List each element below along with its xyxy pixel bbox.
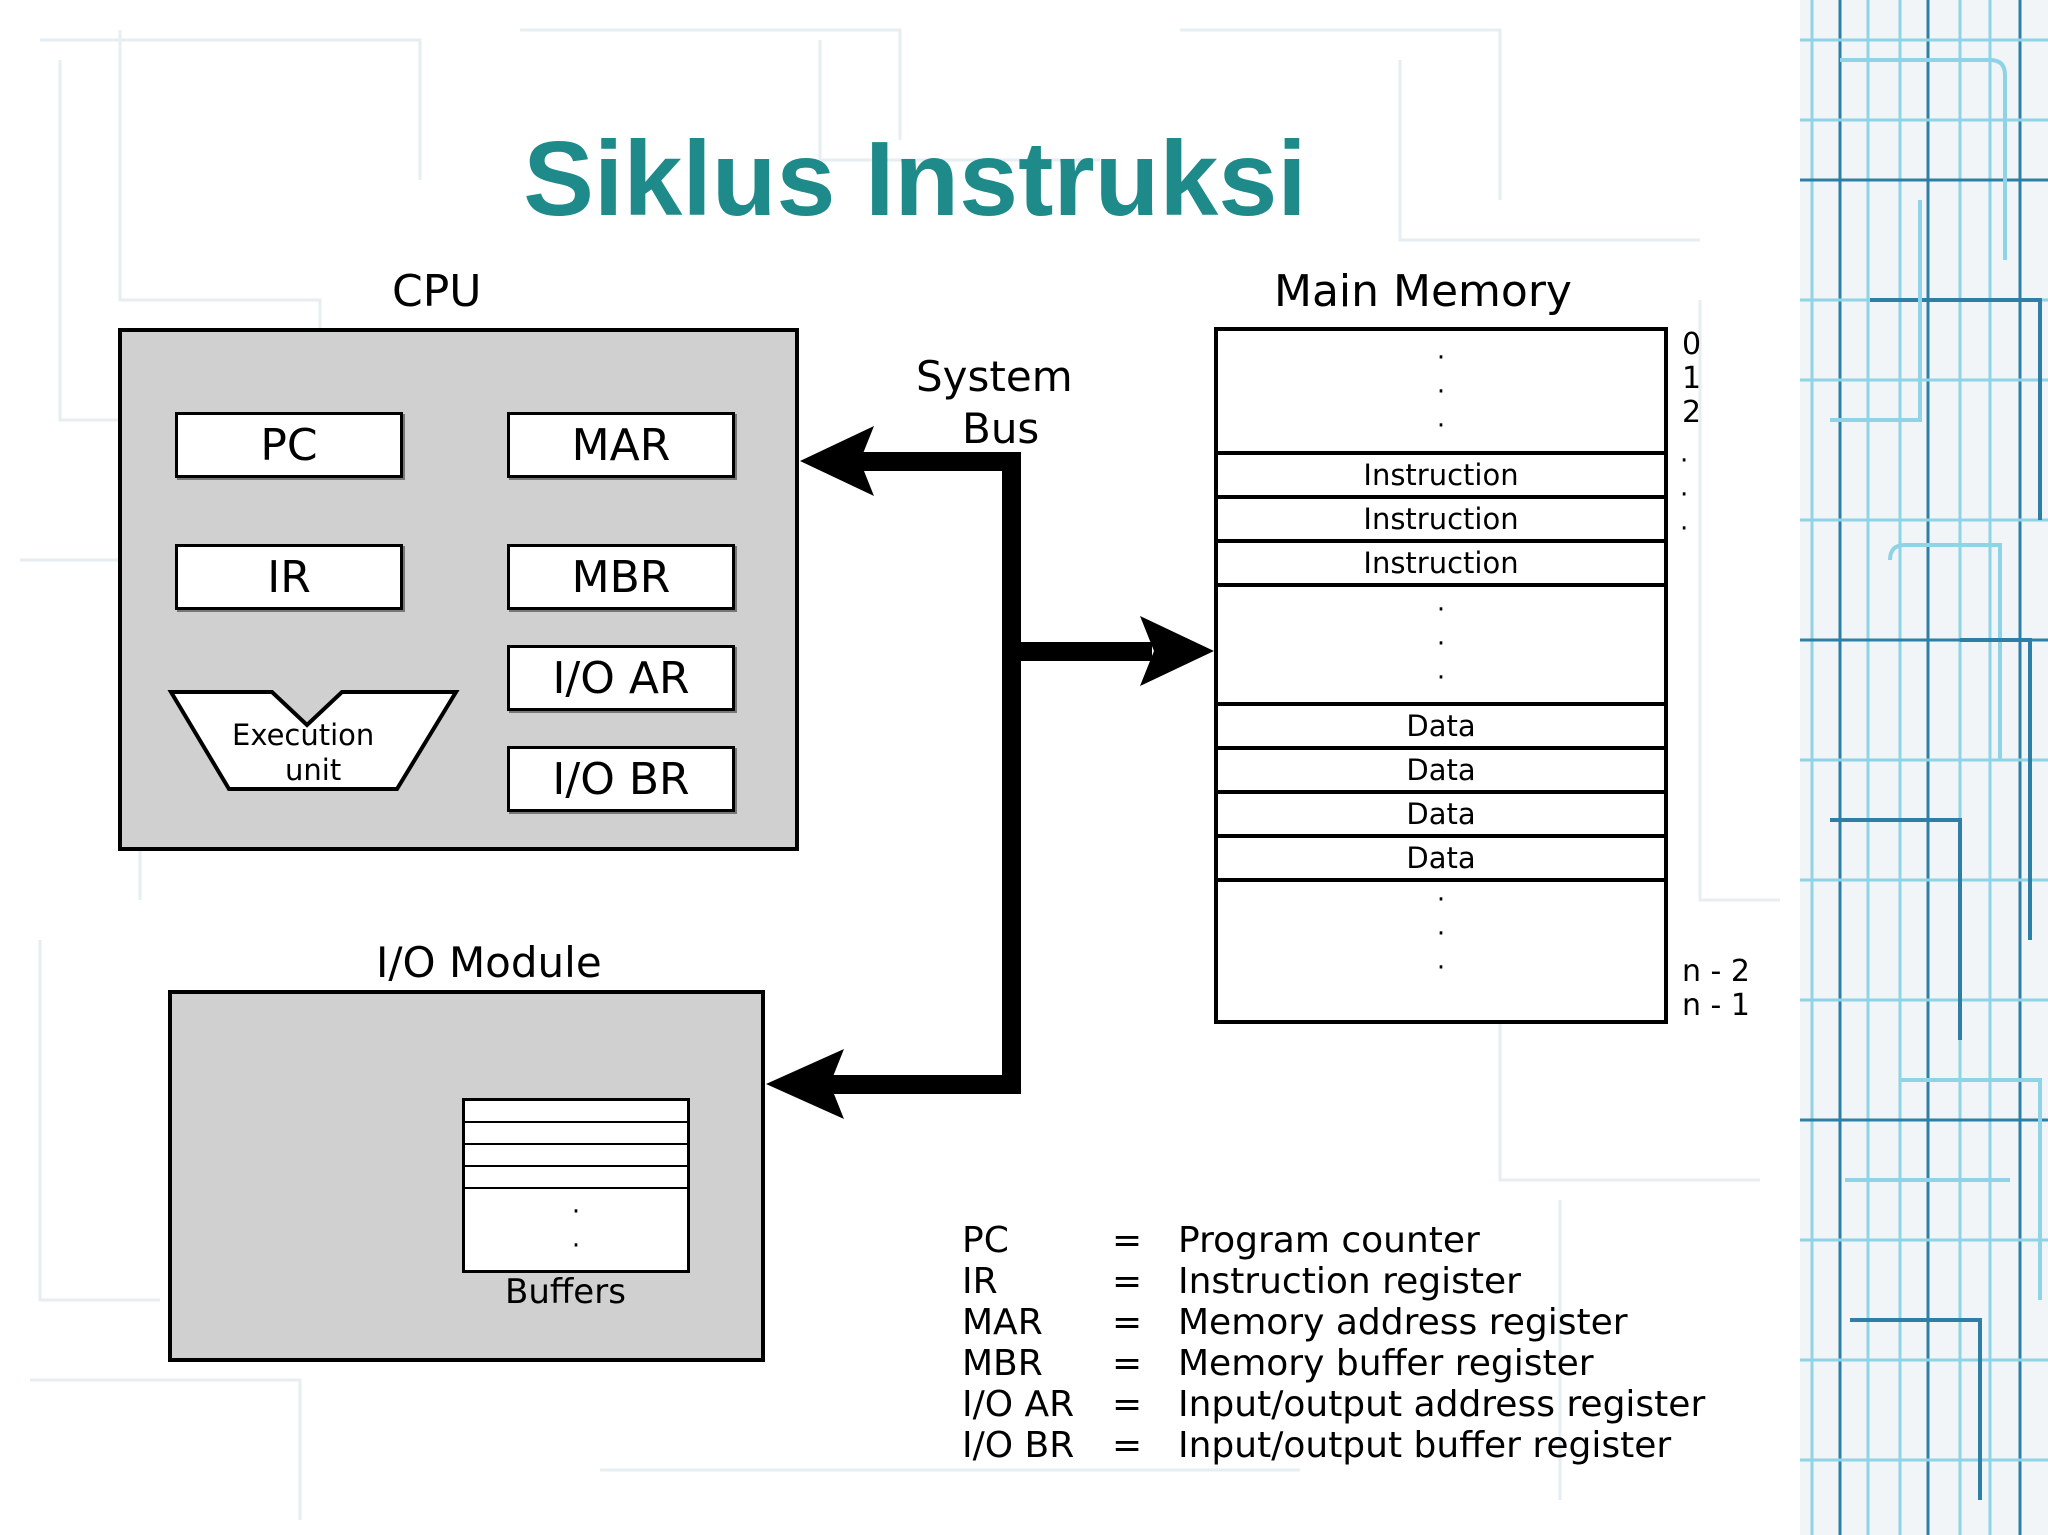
system-bus-label: Bus — [962, 404, 1040, 453]
mar-register: MAR — [507, 412, 735, 478]
legend-definition: Input/output buffer register — [1178, 1425, 1672, 1466]
main-memory-label: Main Memory — [1274, 266, 1572, 317]
circuit-line — [1960, 638, 2032, 940]
slide-title: Siklus Instruksi — [523, 120, 1307, 238]
circuit-line — [520, 28, 902, 140]
circuit-line — [1888, 543, 2002, 760]
io-ar-register: I/O AR — [507, 645, 735, 711]
memory-cell-data: Data — [1218, 834, 1664, 878]
buffers-label: Buffers — [505, 1272, 626, 1312]
mbr-register: MBR — [507, 544, 735, 610]
execution-unit-label: unit — [285, 753, 342, 787]
arrow-to-io — [766, 1049, 844, 1119]
memory-cell-instruction: Instruction — [1218, 539, 1664, 583]
cpu-label: CPU — [392, 266, 482, 317]
arrow-to-memory — [1140, 616, 1214, 686]
memory-cell-data: Data — [1218, 746, 1664, 790]
memory-address: 1 — [1682, 361, 1702, 396]
legend-equals: = — [1112, 1425, 1143, 1466]
memory-address: n - 1 — [1682, 988, 1750, 1023]
legend-abbr: I/O BR — [962, 1425, 1075, 1466]
memory-cell-instruction: Instruction — [1218, 495, 1664, 539]
legend-definition: Program counter — [1178, 1220, 1480, 1261]
legend-abbr: MBR — [962, 1343, 1043, 1384]
legend-equals: = — [1112, 1343, 1143, 1384]
execution-unit-shape — [167, 690, 460, 791]
memory-address: n - 2 — [1682, 954, 1750, 989]
memory-gap — [1218, 583, 1664, 587]
circuit-line — [1830, 818, 1962, 1040]
circuit-line — [1870, 298, 2042, 520]
io-module-label: I/O Module — [376, 938, 602, 987]
legend-abbr: IR — [962, 1261, 998, 1302]
pc-register: PC — [175, 412, 403, 478]
circuit-line — [1850, 1318, 1982, 1500]
memory-gap — [1218, 878, 1664, 882]
legend-abbr: PC — [962, 1220, 1009, 1261]
memory-cell-instruction: Instruction — [1218, 451, 1664, 495]
arrow-to-cpu — [800, 426, 874, 496]
memory-address: 0 — [1682, 327, 1702, 362]
buffer-row — [465, 1145, 687, 1167]
io-br-register: I/O BR — [507, 746, 735, 812]
circuit-line — [40, 38, 422, 180]
main-memory-box: ··· Instruction Instruction Instruction … — [1214, 327, 1668, 1024]
legend-definition: Instruction register — [1178, 1261, 1521, 1302]
legend-equals: = — [1112, 1302, 1143, 1343]
ellipsis-dots: ··· — [1436, 885, 1446, 983]
bus-to-memory — [1002, 642, 1152, 661]
legend-equals: = — [1112, 1220, 1143, 1261]
legend-equals: = — [1112, 1261, 1143, 1302]
circuit-line — [1830, 200, 1922, 422]
circuit-line — [1180, 28, 1502, 200]
system-bus-label: System — [916, 352, 1073, 401]
legend-abbr: I/O AR — [962, 1384, 1075, 1425]
legend-equals: = — [1112, 1384, 1143, 1425]
buffers-box: ·· — [462, 1098, 690, 1273]
bus-to-io — [820, 1075, 1021, 1094]
circuit-line — [1900, 1078, 2042, 1300]
legend-definition: Memory buffer register — [1178, 1343, 1594, 1384]
ir-register: IR — [175, 544, 403, 610]
legend-definition: Input/output address register — [1178, 1384, 1706, 1425]
ellipsis-dots: ··· — [1680, 446, 1689, 544]
execution-unit-label: Execution — [232, 718, 375, 752]
buffer-row — [465, 1167, 687, 1189]
ellipsis-dots: ··· — [1436, 343, 1446, 441]
ellipsis-dots: ·· — [571, 1197, 581, 1261]
memory-cell-data: Data — [1218, 790, 1664, 834]
legend-abbr: MAR — [962, 1302, 1043, 1343]
circuit-line — [38, 940, 160, 1302]
circuit-line — [1398, 60, 1700, 242]
bus-to-cpu — [850, 452, 1021, 471]
circuit-line — [1698, 300, 1780, 902]
buffer-row — [465, 1123, 687, 1145]
ellipsis-dots: ··· — [1436, 595, 1446, 693]
memory-address: 2 — [1682, 395, 1702, 430]
buffer-row — [465, 1101, 687, 1123]
legend-definition: Memory address register — [1178, 1302, 1628, 1343]
circuit-line — [1840, 58, 2007, 260]
circuit-line — [30, 1378, 302, 1520]
memory-cell-data: Data — [1218, 702, 1664, 746]
bus-vertical — [1002, 452, 1021, 1094]
circuit-line — [818, 40, 1100, 162]
